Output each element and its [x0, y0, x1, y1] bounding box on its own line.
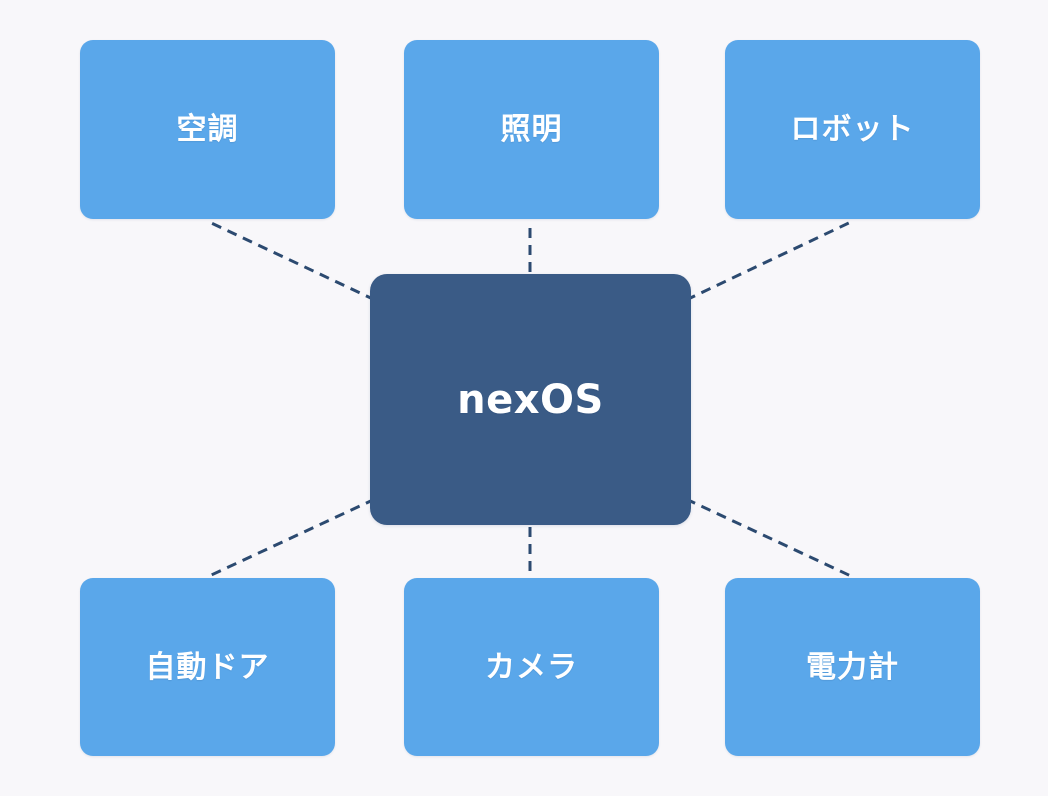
node-camera-label: カメラ — [485, 649, 578, 685]
edge-nexos-auto-door — [206, 497, 376, 579]
node-robot-label: ロボット — [790, 112, 915, 147]
edge-nexos-power-meter — [685, 497, 854, 579]
node-hvac-label: 空調 — [176, 112, 239, 147]
node-nexos-label: nexOS — [457, 376, 604, 423]
node-nexos[interactable]: nexOS — [370, 274, 691, 525]
node-robot[interactable]: ロボット — [725, 40, 980, 219]
node-hvac[interactable]: 空調 — [80, 40, 335, 219]
edge-nexos-hvac — [206, 219, 376, 302]
node-auto-door-label: 自動ドア — [145, 649, 270, 685]
node-power-meter-label: 電力計 — [806, 649, 899, 685]
node-camera[interactable]: カメラ — [404, 578, 659, 756]
node-power-meter[interactable]: 電力計 — [725, 578, 980, 756]
node-lighting[interactable]: 照明 — [404, 40, 659, 219]
edge-nexos-robot — [685, 219, 854, 302]
node-auto-door[interactable]: 自動ドア — [80, 578, 335, 756]
node-lighting-label: 照明 — [500, 112, 563, 147]
